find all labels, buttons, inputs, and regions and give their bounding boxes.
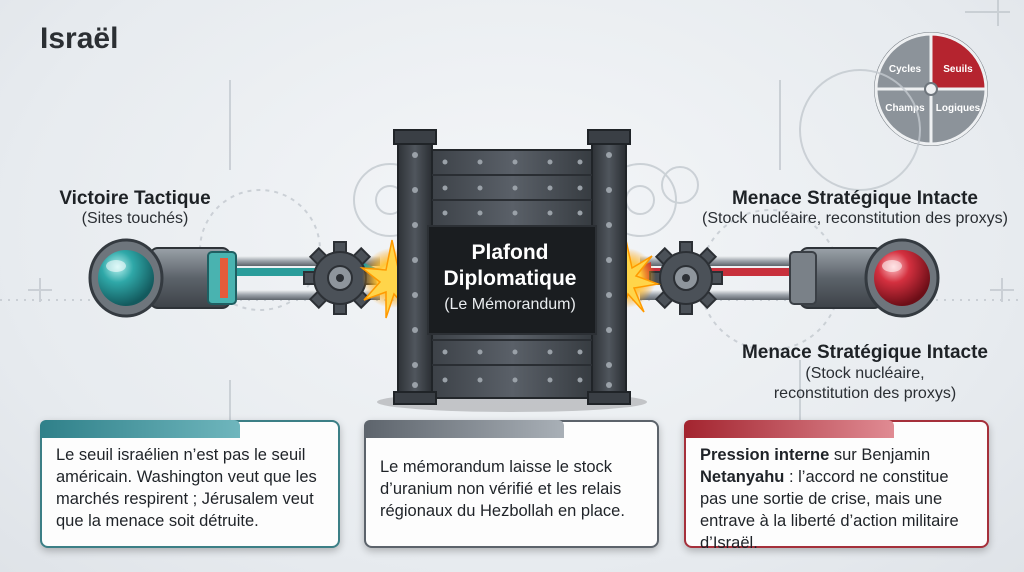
right-force-label-bottom: Menace Stratégique Intacte (Stock nucléa… xyxy=(720,342,1010,404)
card-tab-teal xyxy=(40,420,240,438)
info-card-left: Le seuil israélien n’est pas le seuil am… xyxy=(40,420,340,548)
legend-quadrant-seuils xyxy=(929,32,988,91)
gate-title-line1: Plafond xyxy=(471,241,549,264)
left-force-title: Victoire Tactique xyxy=(59,188,211,209)
card-left-text: Le seuil israélien n’est pas le seuil am… xyxy=(56,446,317,530)
gate-title-line2: Diplomatique xyxy=(443,267,577,290)
legend-wheel: Cycles Seuils Champs Logiques xyxy=(874,32,988,146)
card-right-text-1: sur Benjamin xyxy=(829,446,931,464)
card-right-bold-1: Pression interne xyxy=(700,446,830,464)
left-force-label: Victoire Tactique (Sites touchés) xyxy=(30,188,240,228)
diplomatic-gate xyxy=(377,129,647,412)
right-force-subtitle: (Stock nucléaire, reconstitution des pro… xyxy=(702,210,1008,227)
card-right-bold-2: Netanyahu xyxy=(700,468,785,486)
legend-label-cycles: Cycles xyxy=(889,64,922,75)
right-gear xyxy=(649,241,723,315)
right-force-title: Menace Stratégique Intacte xyxy=(731,188,979,209)
legend-label-champs: Champs xyxy=(885,103,925,114)
legend-label-seuils: Seuils xyxy=(943,64,973,75)
left-piston xyxy=(88,238,385,318)
left-force-subtitle: (Sites touchés) xyxy=(81,210,189,227)
card-center-text: Le mémorandum laisse le stock d’uranium … xyxy=(380,458,625,520)
legend-quadrant-cycles xyxy=(874,32,933,91)
card-right-text-2: : l’accord ne constitue pas une sortie d… xyxy=(700,468,959,552)
gate-subtitle: (Le Mémorandum) xyxy=(444,296,576,313)
card-tab-red xyxy=(684,420,894,438)
right-force-subtitle-line1: (Stock nucléaire, xyxy=(805,365,925,382)
left-gear xyxy=(303,241,377,315)
legend-quadrant-logiques xyxy=(929,87,988,146)
info-card-center: Le mémorandum laisse le stock d’uranium … xyxy=(364,420,659,548)
gate-label: Plafond Diplomatique (Le Mémorandum) xyxy=(420,240,600,318)
card-tab-grey xyxy=(364,420,564,438)
legend-quadrant-champs xyxy=(874,87,933,146)
right-force-label-top: Menace Stratégique Intacte (Stock nucléa… xyxy=(690,188,1020,228)
page-title: Israël xyxy=(40,22,119,55)
info-card-right: Pression interne sur Benjamin Netanyahu … xyxy=(684,420,989,552)
right-force-subtitle-line2: reconstitution des proxys) xyxy=(773,385,957,402)
legend-label-logiques: Logiques xyxy=(936,103,981,114)
right-force-title-bottom: Menace Stratégique Intacte xyxy=(741,342,989,363)
